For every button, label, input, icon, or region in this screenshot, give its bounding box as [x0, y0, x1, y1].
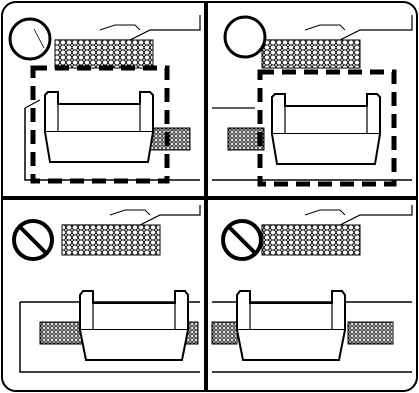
vent-mesh [348, 322, 393, 344]
vent-mesh [262, 40, 360, 68]
prohibited-icon [223, 221, 261, 259]
circle-icon [225, 17, 265, 57]
vent-mesh [212, 322, 237, 344]
prohibited-icon [14, 221, 52, 259]
circle-icon [10, 19, 50, 59]
vent-mesh [262, 225, 360, 255]
vent-mesh [55, 40, 153, 68]
vent-mesh [62, 225, 160, 255]
vent-mesh [150, 128, 190, 150]
